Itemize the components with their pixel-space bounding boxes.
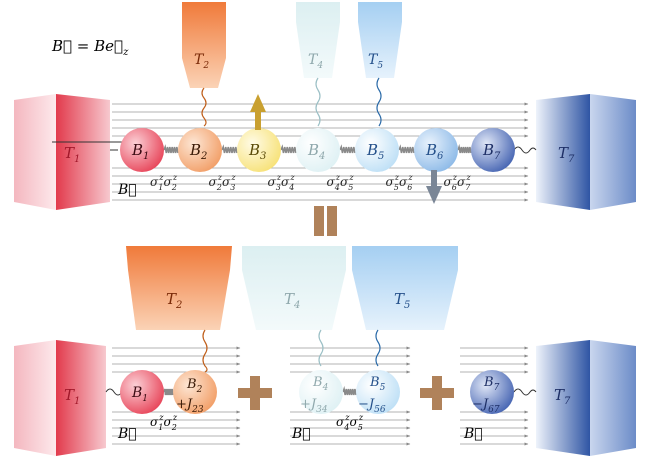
top-reservoir-t4: T4 (296, 2, 340, 78)
svg-text:B7: B7 (483, 375, 500, 393)
bottom-field-symbol-3: B⃗ (463, 426, 483, 442)
field-equation: B⃗ = Be⃗z (51, 37, 129, 58)
top-spin-label-b1: B1 (131, 141, 149, 162)
bottom-spin-b1: B1 (120, 370, 164, 414)
bottom-reservoir-t5: T5 (352, 246, 458, 330)
top-reservoir-t2-label: T2 (194, 52, 209, 71)
bottom-spin-b2: B2 +J23 (173, 370, 217, 415)
plus-sign-2 (420, 376, 454, 410)
top-coupling-label-34: σ3zσ4z (268, 173, 296, 192)
top-wave-t2 (201, 87, 207, 127)
top-spin-b7: B7 (471, 128, 515, 172)
bottom-spin-b5: B5 −J56 (356, 370, 400, 415)
svg-text:+J23: +J23 (176, 397, 204, 415)
svg-text:B1: B1 (131, 385, 148, 404)
top-reservoir-t5: T5 (358, 2, 402, 78)
top-coupling-labels: σ1zσ2z σ2zσ3z σ3zσ4z σ4zσ5z σ5zσ6z σ6zσ7z (150, 173, 471, 192)
bottom-spring-45 (342, 385, 357, 396)
top-spin-label-b7: B7 (482, 141, 501, 162)
top-spin-b1: B1 (120, 128, 164, 172)
top-spin-label-b3: B3 (248, 141, 266, 162)
svg-text:+J34: +J34 (300, 397, 328, 415)
top-coupling-label-45: σ4zσ5z (327, 173, 355, 192)
bottom-reservoir-t4: T4 (242, 246, 346, 330)
top-right-wave (513, 146, 537, 154)
bottom-couplings (163, 385, 357, 396)
field-equation-rhs: = B (72, 37, 105, 55)
top-spring-3 (280, 144, 297, 154)
bottom-spin-b4: B4 +J34 (299, 370, 343, 415)
top-spin-b3: B3 (237, 128, 281, 172)
top-reservoir-t2: T2 (182, 2, 226, 88)
bottom-spring-12 (163, 388, 174, 396)
bottom-coupling-label-12: σ1zσ2z (150, 413, 178, 432)
top-spin-label-b6: B6 (425, 141, 444, 162)
bottom-coupling-label-45: σ4zσ5z (336, 413, 364, 432)
equals-sign (314, 206, 337, 236)
bottom-right-reservoir-label: T7 (554, 386, 571, 407)
top-spin-b6: B6 (414, 128, 458, 172)
top-right-reservoir-label: T7 (558, 144, 575, 165)
svg-text:B5: B5 (369, 375, 386, 393)
top-spin-label-b2: B2 (189, 141, 207, 162)
top-reservoir-t4-label: T4 (308, 52, 323, 71)
bottom-magnetic-field-lines (112, 346, 529, 446)
svg-text:−J56: −J56 (358, 397, 386, 415)
top-wave-t4 (315, 77, 321, 127)
top-coupling-label-67: σ6zσ7z (444, 173, 472, 192)
svg-text:B4: B4 (312, 375, 329, 393)
top-coupling-label-23: σ2zσ3z (209, 173, 237, 192)
unit-vector: e⃗ (105, 37, 123, 55)
bottom-left-wave (105, 388, 123, 396)
bottom-left-reservoir-label: T1 (64, 386, 80, 407)
top-reservoir-t5-label: T5 (368, 52, 383, 71)
bottom-reservoir-t5-label: T5 (394, 290, 410, 311)
bottom-wave-t5 (375, 329, 381, 367)
bottom-field-symbol-2: B⃗ (291, 426, 311, 442)
bottom-reservoir-t2-label: T2 (166, 290, 182, 311)
top-coupling-label-12: σ1zσ2z (150, 173, 178, 192)
bottom-left-reservoir: T1 (14, 340, 106, 456)
svg-text:−J67: −J67 (472, 397, 500, 415)
top-spin-label-b5: B5 (366, 141, 384, 162)
bottom-reservoir-t4-label: T4 (284, 290, 300, 311)
plus-sign-1 (238, 376, 272, 410)
top-right-reservoir: T7 (536, 94, 636, 210)
svg-text:B2: B2 (186, 377, 203, 395)
top-spin-label-b4: B4 (307, 141, 325, 162)
top-spin-b4: B4 (296, 128, 340, 172)
unit-vector-subscript: z (122, 47, 129, 58)
top-spring-1 (163, 144, 179, 154)
top-spring-6 (457, 143, 472, 154)
top-wave-t5 (376, 77, 382, 127)
top-left-reservoir-label: T1 (64, 144, 80, 165)
top-field-symbol: B⃗ (117, 182, 137, 198)
top-spring-5 (398, 144, 415, 154)
top-couplings (163, 143, 472, 154)
bottom-wave-t4 (318, 329, 324, 367)
field-symbol: B⃗ (51, 37, 72, 55)
top-spring-4 (339, 144, 356, 154)
bottom-field-symbol-1: B⃗ (117, 426, 137, 442)
spin-down-arrow (426, 170, 442, 204)
bottom-right-reservoir: T7 (536, 340, 636, 456)
bottom-spin-b7: B7 −J67 (470, 370, 514, 415)
top-spring-2 (221, 144, 238, 154)
bottom-reservoir-t2: T2 (126, 246, 232, 330)
bottom-right-wave (513, 388, 537, 396)
spin-up-arrow (250, 94, 266, 130)
top-spins: B1 B2 B3 B4 B5 B6 B7 (120, 128, 515, 172)
top-coupling-label-56: σ5zσ6z (386, 173, 414, 192)
top-spin-b2: B2 (178, 128, 222, 172)
top-spin-b5: B5 (355, 128, 399, 172)
top-left-reservoir: T1 (14, 94, 110, 210)
bottom-wave-t2 (202, 329, 208, 373)
